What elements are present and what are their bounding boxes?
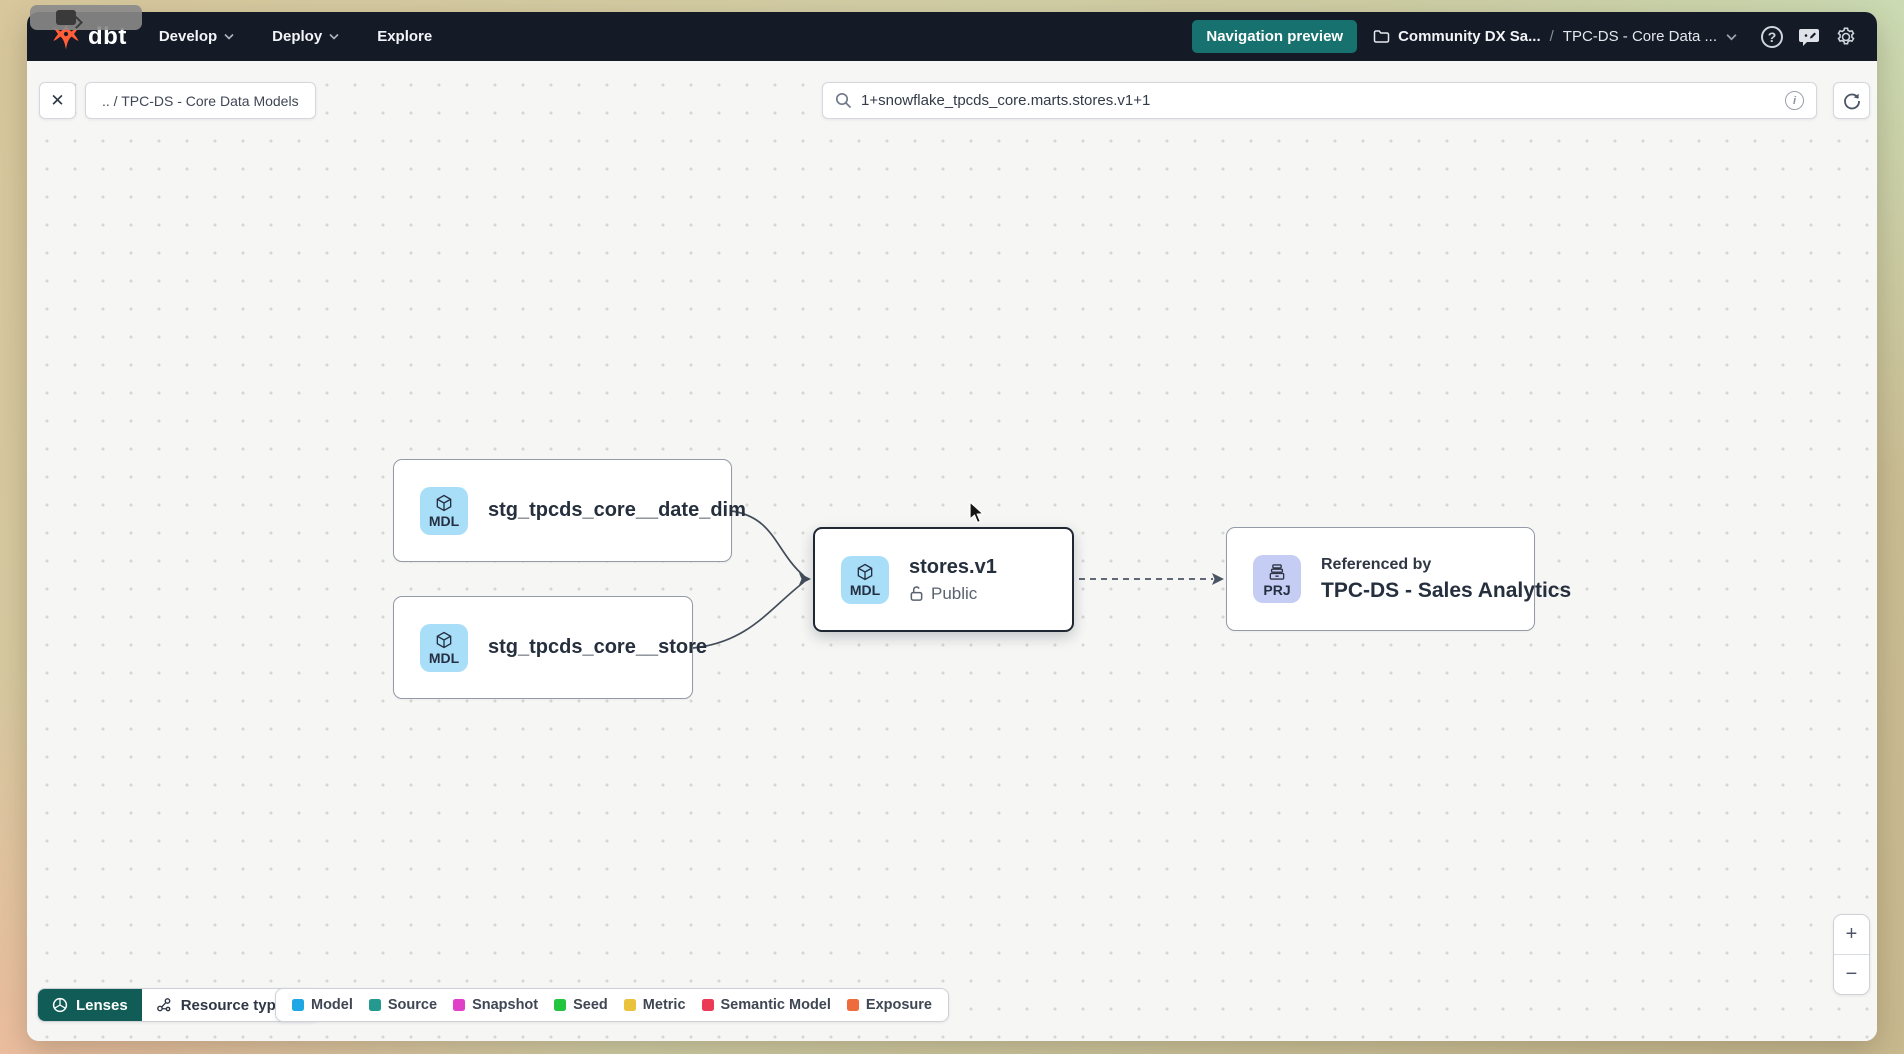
node-stg-tpcds-core-store[interactable]: MDL stg_tpcds_core__store [393,596,707,699]
folder-icon [1373,30,1390,43]
node-referenced-by-sales-analytics[interactable]: PRJ Referenced by TPC-DS - Sales Analyti… [1226,527,1571,631]
legend-label: Semantic Model [720,997,831,1013]
legend-item-source: Source [368,997,438,1013]
navbar-right: Navigation preview Community DX Sa... / … [1192,20,1857,53]
badge-label: MDL [849,582,881,598]
badge-label: MDL [428,650,460,666]
breadcrumb-account[interactable]: Community DX Sa... [1373,28,1541,45]
lineage-canvas[interactable]: ✕ .. / TPC-DS - Core Data Models i [27,61,1877,1041]
top-navbar: dbt Develop Deploy Explore Navigation pr… [27,12,1877,61]
project-path-chip[interactable]: .. / TPC-DS - Core Data Models [85,82,316,119]
model-badge: MDL [420,486,468,535]
legend-item-model: Model [292,997,353,1013]
refresh-lineage-button[interactable] [1833,82,1870,119]
legend-swatch [623,999,636,1011]
nav-menu-label: Develop [158,28,218,45]
legend-label: Metric [642,997,686,1013]
nav-menu-label: Deploy [272,28,323,45]
refresh-icon [1843,93,1860,109]
close-lineage-button[interactable]: ✕ [39,82,76,119]
nav-menu-deploy[interactable]: Deploy [272,28,339,45]
legend-label: Exposure [865,997,932,1013]
edge-store-to-stores [692,581,805,649]
cube-icon [436,494,452,512]
node-label: stg_tpcds_core__store [488,636,707,658]
resource-type-label: Resource type [180,996,285,1014]
access-label: Public [931,583,978,603]
lenses-toolbar: Lenses Resource type [37,988,320,1022]
legend-label: Source [387,997,438,1013]
chevron-down-icon [224,33,234,40]
cube-icon [436,631,452,649]
node-stores-v1[interactable]: MDL stores.v1 Public [813,527,1074,632]
lineage-search-bar: i [822,82,1817,119]
legend-label: Snapshot [472,997,539,1013]
project-stack-icon [1269,563,1285,580]
search-icon [835,92,852,109]
node-text: Referenced by TPC-DS - Sales Analytics [1321,556,1571,603]
capture-icon [56,10,76,25]
zoom-out-button[interactable]: − [1834,955,1869,994]
breadcrumb-separator: / [1549,28,1554,45]
resource-legend: Model Source Snapshot Seed Metric Semant… [275,988,949,1022]
lenses-label: Lenses [76,996,128,1014]
nav-menus: Develop Deploy Explore [159,28,432,45]
arrowhead [799,573,811,585]
legend-item-snapshot: Snapshot [453,997,538,1013]
node-label: stores.v1 [909,555,997,578]
zoom-controls: + − [1833,914,1870,995]
legend-swatch [453,999,466,1011]
nav-menu-explore[interactable]: Explore [377,28,432,45]
legend-item-semantic-model: Semantic Model [701,997,831,1013]
legend-swatch [292,999,304,1011]
info-icon[interactable]: i [1785,91,1804,110]
zoom-in-button[interactable]: + [1834,915,1869,954]
chevron-down-icon [329,33,339,40]
nav-icons: ? [1761,25,1857,48]
legend-swatch [554,999,567,1011]
legend-label: Seed [573,997,608,1013]
model-badge: MDL [841,555,889,604]
breadcrumb: Community DX Sa... / TPC-DS - Core Data … [1373,28,1737,45]
breadcrumb-account-label: Community DX Sa... [1398,28,1541,45]
legend-item-metric: Metric [623,997,686,1013]
screen-capture-widget[interactable] [30,5,142,30]
legend-label: Model [311,997,353,1013]
node-sublabel: Referenced by [1321,555,1432,573]
feedback-chat-icon[interactable] [1798,27,1820,47]
search-input[interactable] [861,92,1776,109]
badge-label: PRJ [1263,581,1291,598]
nav-menu-develop[interactable]: Develop [159,28,234,45]
node-stg-tpcds-core-date-dim[interactable]: MDL stg_tpcds_core__date_dim [393,459,746,562]
node-text: stores.v1 Public [909,556,997,604]
legend-swatch [846,999,859,1011]
divider [1834,954,1869,955]
arrowhead [1212,573,1224,585]
chevron-down-icon[interactable] [1726,33,1737,41]
project-badge: PRJ [1253,555,1301,603]
lenses-button[interactable]: Lenses [38,989,142,1021]
mouse-cursor [969,501,985,524]
dbt-logo-icon [53,24,79,49]
legend-item-exposure: Exposure [846,997,932,1013]
breadcrumb-project[interactable]: TPC-DS - Core Data ... [1562,28,1717,45]
lenses-icon [52,997,68,1013]
nav-menu-label: Explore [377,28,433,45]
unlock-icon [910,586,923,601]
legend-swatch [701,999,714,1011]
legend-swatch [368,999,381,1011]
legend-item-seed: Seed [554,997,608,1013]
settings-gear-icon[interactable] [1835,26,1857,48]
cube-icon [857,563,873,581]
resource-graph-icon [156,998,171,1012]
model-badge: MDL [420,623,468,672]
help-icon[interactable]: ? [1761,25,1783,48]
node-label: stg_tpcds_core__date_dim [488,499,746,521]
access-row: Public [909,584,997,604]
app-window: dbt Develop Deploy Explore Navigation pr… [27,12,1877,1041]
navigation-preview-button[interactable]: Navigation preview [1192,20,1358,53]
badge-label: MDL [428,513,460,529]
node-label: TPC-DS - Sales Analytics [1321,578,1572,602]
